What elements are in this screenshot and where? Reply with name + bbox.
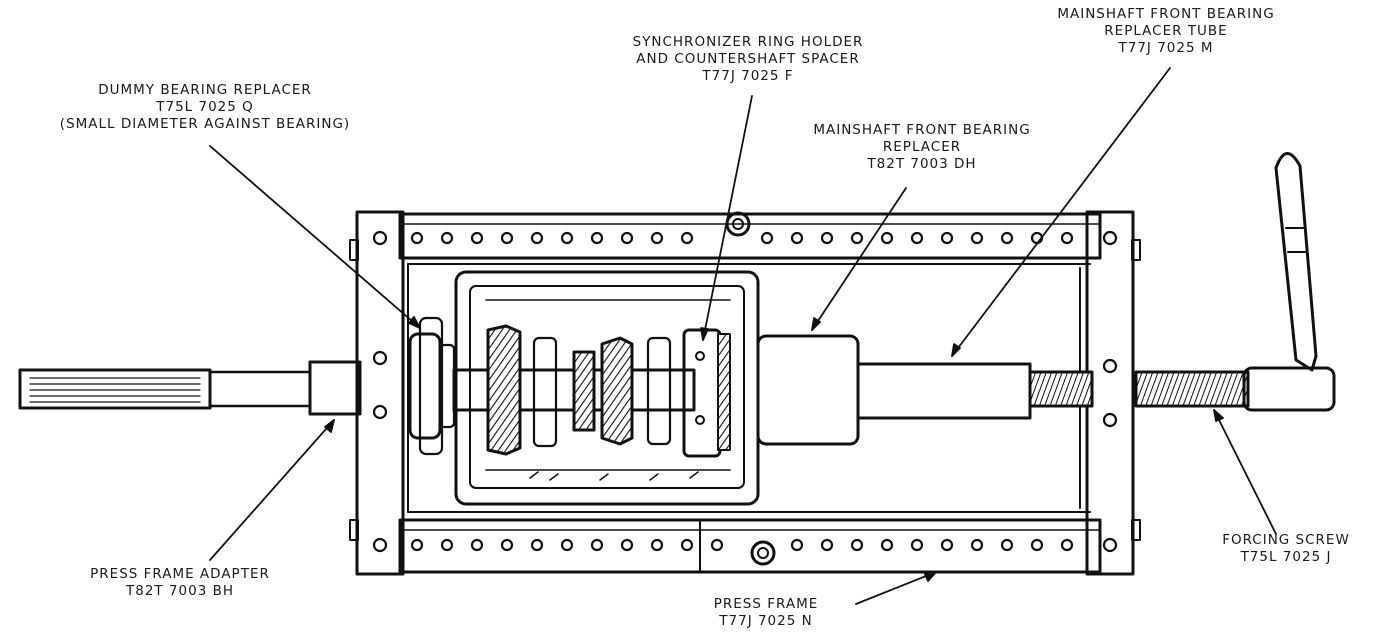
mainshaft-front-bearing-replacer-tube: [856, 362, 1032, 420]
frame-holes: [372, 230, 1118, 553]
label-mainshaft-front-bearing-replacer-tube: MAINSHAFT FRONT BEARING REPLACER TUBE T7…: [1057, 6, 1275, 56]
label-dummy-bearing-replacer: DUMMY BEARING REPLACER T75L 7025 Q (SMAL…: [59, 82, 351, 132]
synchronizer-ring-holder: [682, 328, 731, 458]
forcing-screw: [1028, 152, 1336, 412]
gear-cluster: [486, 324, 672, 456]
input-shaft: [18, 368, 312, 410]
label-synchronizer-ring-holder: SYNCHRONIZER RING HOLDER AND COUNTERSHAF…: [632, 34, 864, 84]
label-press-frame-adapter: PRESS FRAME ADAPTER T82T 7003 BH: [90, 566, 270, 599]
mainshaft-front-bearing-replacer: [756, 334, 860, 446]
label-mainshaft-front-bearing-replacer: MAINSHAFT FRONT BEARING REPLACER T82T 70…: [813, 122, 1031, 172]
leader-lines: [209, 67, 1277, 605]
press-frame-adapter: [308, 360, 362, 416]
label-press-frame: PRESS FRAME T77J 7025 N: [713, 596, 819, 629]
label-forcing-screw: FORCING SCREW T75L 7025 J: [1222, 532, 1350, 565]
dummy-bearing-replacer: [408, 316, 456, 456]
